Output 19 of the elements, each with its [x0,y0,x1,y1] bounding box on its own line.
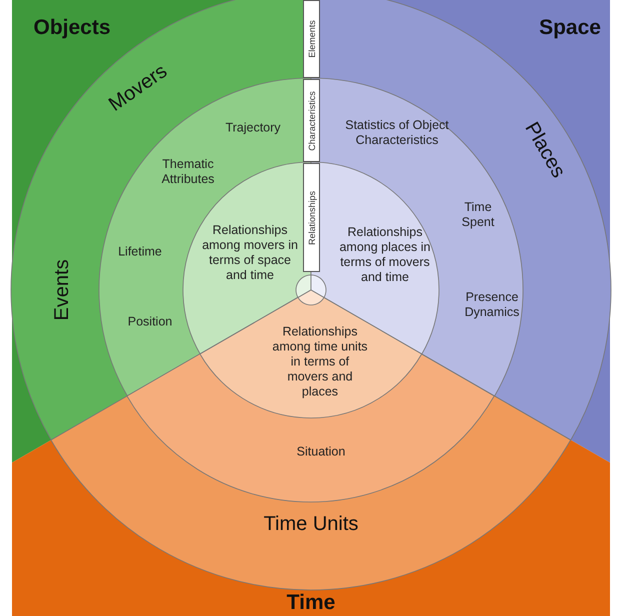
segment-text: Statistics of Object Characteristics [344,118,450,148]
segment-text: Trajectory [224,120,282,136]
quadrant-title: Time [286,591,336,615]
segment-text: Time Spent [460,200,496,230]
segment-text: Situation [296,444,346,460]
segment-text: Relationships among time units in terms of movers and places [271,324,369,400]
level-label: Characteristics [306,90,316,150]
ring-title: Time Units [264,512,358,536]
segment-text: Position [126,314,174,330]
level-label: Relationships [306,190,316,245]
quadrant-title: Space [539,16,601,40]
level-label: Elements [306,20,316,58]
segment-text: Thematic Attributes [160,157,216,187]
segment-text: Presence Dynamics [464,290,520,320]
segment-text: Relationships among movers in terms of space and time [202,223,298,283]
quadrant-title: Objects [33,16,111,40]
segment-text: Lifetime [117,244,163,260]
ring-title: Events [50,259,74,321]
segment-text: Relationships among places in terms of movers and time [339,225,431,285]
